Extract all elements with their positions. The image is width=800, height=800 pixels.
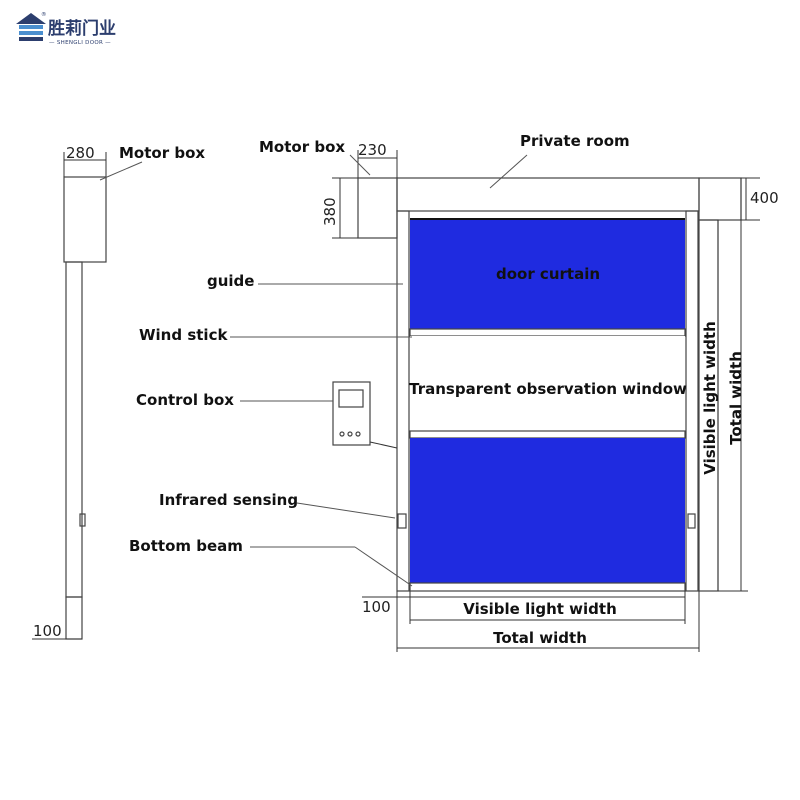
header-box <box>396 177 700 212</box>
dim-side-bottom: 100 <box>33 622 62 640</box>
registered-mark: ® <box>41 11 47 18</box>
observation-window <box>410 336 685 431</box>
label-total-width-bottom: Total width <box>493 629 587 647</box>
dim-front-bottom: 100 <box>362 598 391 616</box>
front-motor-box <box>357 177 398 239</box>
label-total-width-side: Total width <box>727 351 745 445</box>
dim-front-motor-height: 380 <box>321 197 339 226</box>
label-wind-stick: Wind stick <box>139 326 228 344</box>
label-motor-box-front: Motor box <box>259 138 345 156</box>
brand-logo: ® 胜莉门业 — SHENGLI DOOR — <box>16 11 116 46</box>
brand-name-en: — SHENGLI DOOR — <box>49 40 111 46</box>
dim-header-height: 400 <box>750 189 779 207</box>
side-post-base <box>65 596 83 640</box>
wind-stick-upper <box>409 328 686 337</box>
door-curtain-bottom <box>410 438 685 583</box>
front-view: door curtain Transparent observation win… <box>321 141 779 652</box>
label-observation-window: Transparent observation window <box>409 380 687 398</box>
label-visible-light-width-side: Visible light width <box>701 321 719 475</box>
infrared-sensor-right <box>687 513 696 529</box>
side-view: 280 100 Motor box <box>32 144 205 640</box>
label-bottom-beam: Bottom beam <box>129 537 243 555</box>
dim-side-motor-width: 280 <box>66 144 95 162</box>
house-logo-icon <box>16 13 46 41</box>
control-button-3 <box>355 431 361 437</box>
header-end-box <box>698 177 742 221</box>
right-guide <box>685 210 699 592</box>
label-door-curtain: door curtain <box>496 265 600 283</box>
dim-front-motor-width: 230 <box>358 141 387 159</box>
control-box <box>332 381 371 446</box>
label-motor-box-side: Motor box <box>119 144 205 162</box>
label-guide: guide <box>207 272 254 290</box>
label-control-box: Control box <box>136 391 234 409</box>
control-button-2 <box>347 431 353 437</box>
label-visible-light-width-bottom: Visible light width <box>463 600 617 618</box>
left-guide <box>396 210 410 592</box>
wind-stick-lower <box>409 430 686 439</box>
control-button-1 <box>339 431 345 437</box>
label-infrared-sensing: Infrared sensing <box>159 491 298 509</box>
bottom-beam <box>409 582 686 592</box>
brand-name-cn: 胜莉门业 <box>48 18 116 39</box>
side-motor-box <box>63 176 107 263</box>
door-curtain-top <box>410 219 685 329</box>
label-private-room: Private room <box>520 132 630 150</box>
callouts: Motor box Private room guide Wind stick … <box>129 132 630 587</box>
side-sensor <box>79 513 86 527</box>
side-guide-post <box>65 261 83 598</box>
infrared-sensor-left <box>397 513 407 529</box>
control-box-screen <box>338 389 364 408</box>
